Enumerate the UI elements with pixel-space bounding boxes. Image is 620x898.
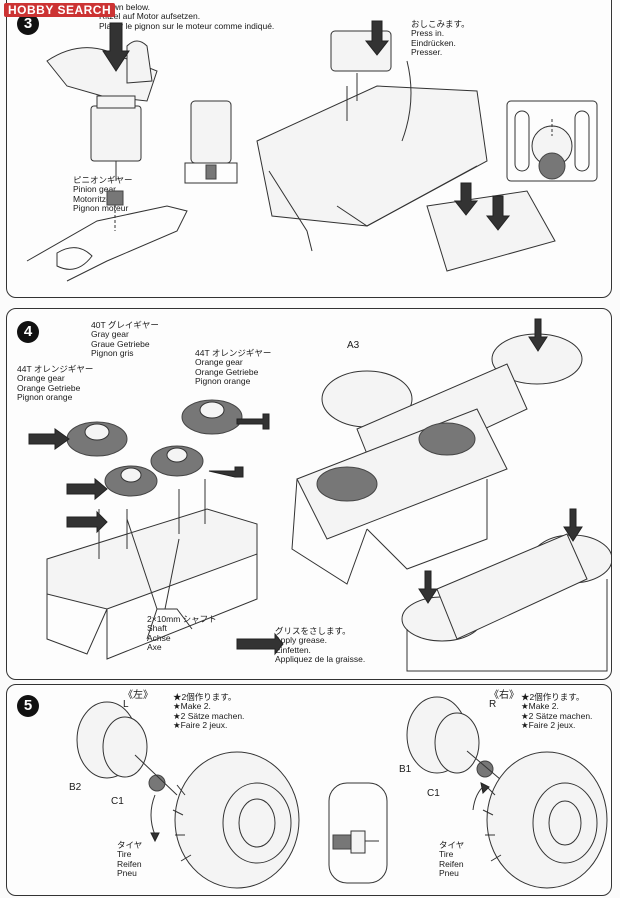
step-5-panel: 5 《左》 L ★2個作ります。 ★Make 2. ★2 Sätze mache… — [6, 684, 612, 896]
pinion-gear-label: ピニオンギヤー Pinion gear Motorritzel Pignon m… — [73, 175, 133, 214]
orange-gear-label-right: 44T オレンジギヤー Orange gear Orange Getriebe … — [195, 348, 272, 387]
tire-right-label: タイヤ Tire Reifen Pneu — [439, 840, 465, 879]
step-3-illustration — [26, 20, 598, 282]
step-4-panel: 4 40T グレイギヤー Gray gear Graue Getriebe Pi… — [6, 308, 612, 680]
step-5-illustration — [76, 696, 608, 889]
step-3-panel: 3 shown below. Ritzel auf Motor aufsetze… — [6, 0, 612, 298]
part-a3-label: A3 — [347, 340, 360, 351]
left-heading: 《左》 L — [123, 690, 153, 711]
right-heading: 《右》 R — [489, 690, 519, 711]
step-number: 5 — [17, 695, 39, 717]
part-b1-label: B1 — [399, 764, 412, 775]
part-c1-right-label: C1 — [427, 788, 440, 799]
brand-watermark: HOBBY SEARCH — [4, 3, 116, 17]
tire-left-label: タイヤ Tire Reifen Pneu — [117, 840, 143, 879]
press-in-label: おしこみます。 Press in. Eindrücken. Presser. — [411, 19, 470, 58]
orange-gear-label-left: 44T オレンジギヤー Orange gear Orange Getriebe … — [17, 364, 94, 403]
left-note: ★2個作ります。 ★Make 2. ★2 Sätze machen. ★Fair… — [173, 692, 245, 731]
step-number: 4 — [17, 321, 39, 343]
right-note: ★2個作ります。 ★Make 2. ★2 Sätze machen. ★Fair… — [521, 692, 593, 731]
part-b2-label: B2 — [69, 782, 82, 793]
gray-gear-label: 40T グレイギヤー Gray gear Graue Getriebe Pign… — [91, 320, 159, 359]
part-c1-left-label: C1 — [111, 796, 124, 807]
step-4-illustration — [28, 318, 611, 672]
grease-label: グリスをさします。 Apply grease. Einfetten. Appli… — [275, 626, 366, 665]
step-number: 3 — [17, 13, 39, 35]
